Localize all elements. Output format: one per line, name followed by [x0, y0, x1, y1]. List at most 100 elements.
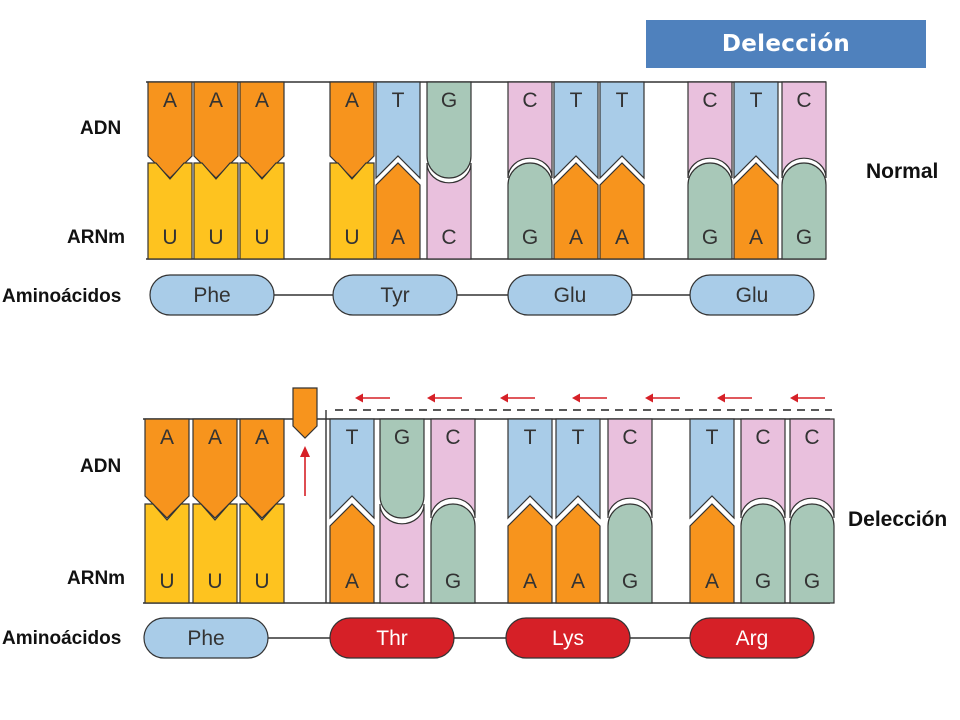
dna-base — [555, 418, 601, 520]
amino-acid-name: Glu — [736, 284, 769, 307]
dna-base — [607, 418, 653, 519]
dna-base-letter: A — [160, 426, 174, 449]
mrna-base — [147, 162, 193, 260]
mrna-base — [689, 503, 735, 604]
dna-base-letter: T — [572, 426, 585, 449]
dna-base — [507, 81, 553, 179]
mrna-base — [740, 503, 786, 604]
mrna-base-letter: G — [445, 570, 461, 593]
amino-acid-name: Thr — [376, 627, 408, 650]
deletion-arrow-head — [300, 446, 310, 457]
dna-base-letter: T — [616, 89, 629, 112]
mrna-base-letter: G — [522, 226, 538, 249]
dna-base-letter: G — [394, 426, 410, 449]
dna-base-letter: G — [441, 89, 457, 112]
mrna-base-letter: U — [254, 570, 269, 593]
mrna-base — [239, 162, 285, 260]
amino-acid-pill-mutant — [505, 617, 631, 659]
dna-base — [507, 418, 553, 520]
mrna-base — [781, 162, 827, 260]
shift-arrow-head — [572, 393, 580, 403]
dna-base-letter: A — [255, 426, 269, 449]
dna-base — [426, 81, 472, 179]
mrna-base-letter: C — [394, 570, 409, 593]
shift-arrow-head — [645, 393, 653, 403]
shift-arrow-head — [500, 393, 508, 403]
dna-base-letter: T — [706, 426, 719, 449]
shift-arrow-head — [427, 393, 435, 403]
mrna-base — [192, 503, 238, 604]
mrna-base-letter: A — [705, 570, 719, 593]
mrna-base — [553, 162, 599, 260]
dna-base-letter: C — [702, 89, 717, 112]
amino-acid-name: Tyr — [380, 284, 409, 307]
mrna-base — [789, 503, 835, 604]
amino-acid-name: Glu — [554, 284, 587, 307]
mrna-base — [733, 162, 779, 260]
mrna-base — [430, 503, 476, 604]
dna-base-letter: A — [163, 89, 177, 112]
mrna-base-letter: U — [344, 226, 359, 249]
mrna-base-letter: C — [441, 226, 456, 249]
mrna-base-letter: A — [571, 570, 585, 593]
mrna-base-letter: U — [208, 226, 223, 249]
dna-base — [781, 81, 827, 179]
mrna-base — [193, 162, 239, 260]
shift-arrow-head — [355, 393, 363, 403]
mrna-base — [607, 503, 653, 604]
mrna-base — [329, 162, 375, 260]
mrna-base-letter: A — [569, 226, 583, 249]
mrna-base — [379, 503, 425, 604]
amino-row-label: Aminoácidos — [2, 286, 121, 307]
dna-base — [375, 81, 421, 180]
mrna-base-letter: G — [804, 570, 820, 593]
mrna-base-letter: G — [755, 570, 771, 593]
mrna-base-letter: A — [391, 226, 405, 249]
mrna-base — [375, 162, 421, 260]
shift-arrow-head — [790, 393, 798, 403]
dna-base-letter: T — [346, 426, 359, 449]
mrna-base-letter: G — [702, 226, 718, 249]
dna-row-label: ADN — [80, 118, 121, 139]
dna-base-letter: C — [522, 89, 537, 112]
dna-base-letter: A — [255, 89, 269, 112]
side-label-deletion: Delección — [848, 508, 947, 531]
dna-base-letter: C — [622, 426, 637, 449]
dna-base-letter: T — [524, 426, 537, 449]
mrna-base — [426, 162, 472, 260]
mrna-base — [599, 162, 645, 260]
deleted-base — [292, 387, 318, 439]
dna-base-letter: C — [755, 426, 770, 449]
amino-row-label: Aminoácidos — [2, 628, 121, 649]
dna-base — [379, 418, 425, 519]
dna-base-letter: A — [345, 89, 359, 112]
mrna-base — [555, 503, 601, 604]
dna-base — [553, 81, 599, 180]
dna-base-letter: C — [445, 426, 460, 449]
mrna-base — [507, 162, 553, 260]
mrna-base-letter: A — [749, 226, 763, 249]
mrna-base — [329, 503, 375, 604]
mrna-base-letter: A — [345, 570, 359, 593]
mrna-base-letter: G — [796, 226, 812, 249]
mrna-base-letter: U — [162, 226, 177, 249]
header-title: Delección — [646, 20, 926, 68]
amino-acid-name: Phe — [193, 284, 230, 307]
dna-base-letter: A — [208, 426, 222, 449]
dna-base — [733, 81, 779, 180]
amino-acid-pill — [332, 274, 458, 316]
amino-acid-pill-mutant — [689, 617, 815, 659]
mrna-base-letter: U — [254, 226, 269, 249]
amino-acid-pill — [507, 274, 633, 316]
dna-base-letter: C — [796, 89, 811, 112]
dna-base-letter: T — [392, 89, 405, 112]
mrna-base-letter: A — [615, 226, 629, 249]
mrna-row-label: ARNm — [67, 227, 125, 248]
amino-acid-pill — [149, 274, 275, 316]
amino-acid-name: Lys — [552, 627, 584, 650]
mrna-row-label: ARNm — [67, 568, 125, 589]
dna-base — [689, 418, 735, 520]
